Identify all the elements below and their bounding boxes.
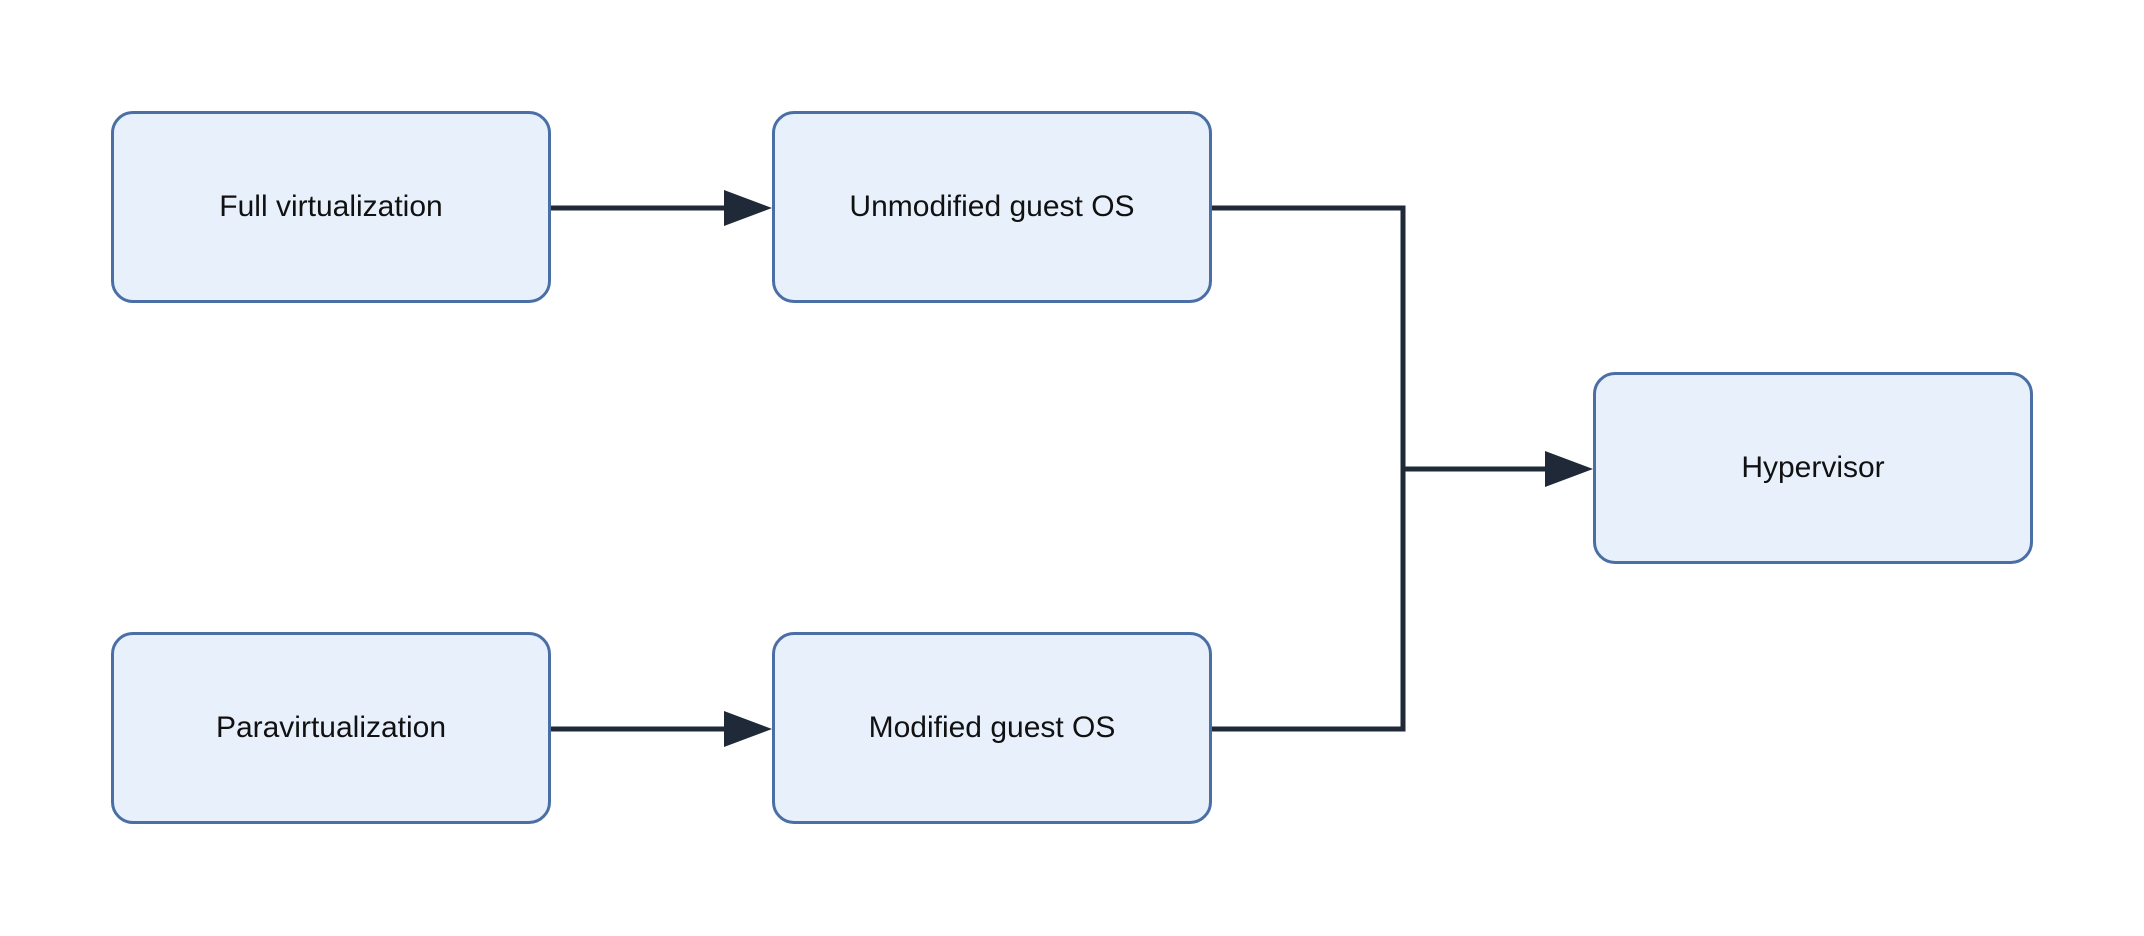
edge-full-to-unmodified [551,190,772,226]
node-label: Paravirtualization [215,711,447,744]
node-label: Unmodified guest OS [849,190,1135,223]
arrowhead-icon [1545,451,1593,487]
node-full-virtualization: Full virtualization [111,111,551,303]
arrowhead-icon [724,711,772,747]
edge-unmodified-to-hypervisor [1212,205,1406,469]
edge-para-to-modified [551,711,772,747]
edge-junction-to-hypervisor [1401,451,1593,487]
node-label: Full virtualization [219,190,443,223]
node-unmodified-guest-os: Unmodified guest OS [772,111,1212,303]
arrowhead-icon [724,190,772,226]
node-hypervisor: Hypervisor [1593,372,2033,564]
node-modified-guest-os: Modified guest OS [772,632,1212,824]
node-paravirtualization: Paravirtualization [111,632,551,824]
edge-modified-to-hypervisor [1212,469,1406,732]
node-label: Modified guest OS [868,711,1116,744]
node-label: Hypervisor [1741,451,1885,484]
